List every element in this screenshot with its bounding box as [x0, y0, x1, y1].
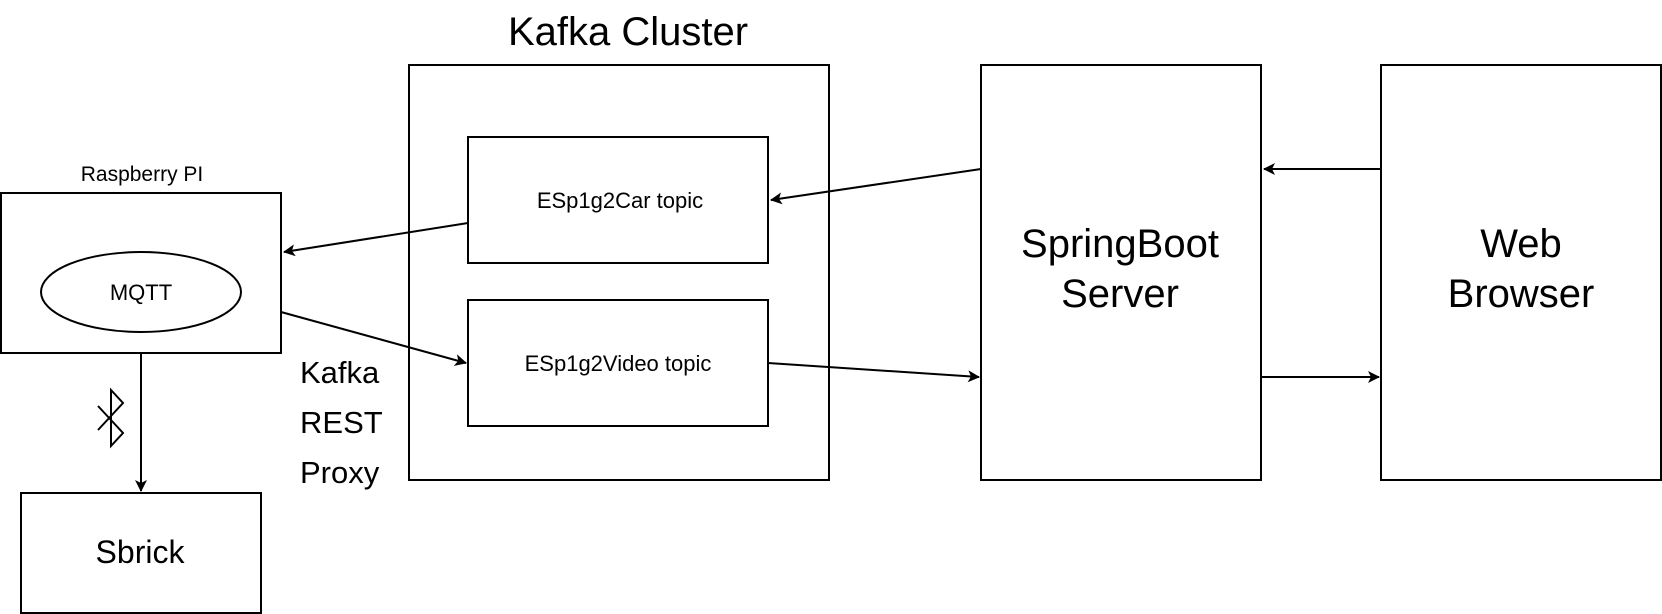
- browser-label-line-2: Browser: [1448, 272, 1595, 316]
- sbrick-label: Sbrick: [96, 534, 186, 570]
- car-topic-label: ESp1g2Car topic: [537, 188, 703, 213]
- edge-springboot-to-car-topic: [770, 168, 982, 205]
- proxy-label-line-3: Proxy: [300, 455, 380, 490]
- car-topic-box: [467, 136, 769, 264]
- proxy-label-line-1: Kafka: [300, 355, 380, 390]
- bluetooth-icon: [97, 387, 125, 449]
- springboot-server-box: [980, 64, 1262, 481]
- edge-car-topic-to-raspberry: [283, 222, 469, 257]
- springboot-label-line-1: SpringBoot: [1021, 222, 1219, 266]
- kafka-cluster-title: Kafka Cluster: [508, 10, 748, 54]
- web-browser-box: [1380, 64, 1662, 481]
- video-topic-label: ESp1g2Video topic: [525, 351, 712, 376]
- mqtt-label: MQTT: [110, 280, 172, 305]
- springboot-label-line-2: Server: [1061, 272, 1179, 316]
- raspberry-pi-label: Raspberry PI: [81, 163, 204, 186]
- edge-raspberry-to-video-topic: [280, 311, 467, 366]
- browser-label-line-1: Web: [1480, 222, 1562, 266]
- edge-video-topic-to-springboot: [767, 362, 980, 383]
- sbrick-box: [20, 492, 262, 614]
- video-topic-box: [467, 299, 769, 427]
- mqtt-node: [40, 251, 242, 333]
- proxy-label-line-2: REST: [300, 405, 383, 440]
